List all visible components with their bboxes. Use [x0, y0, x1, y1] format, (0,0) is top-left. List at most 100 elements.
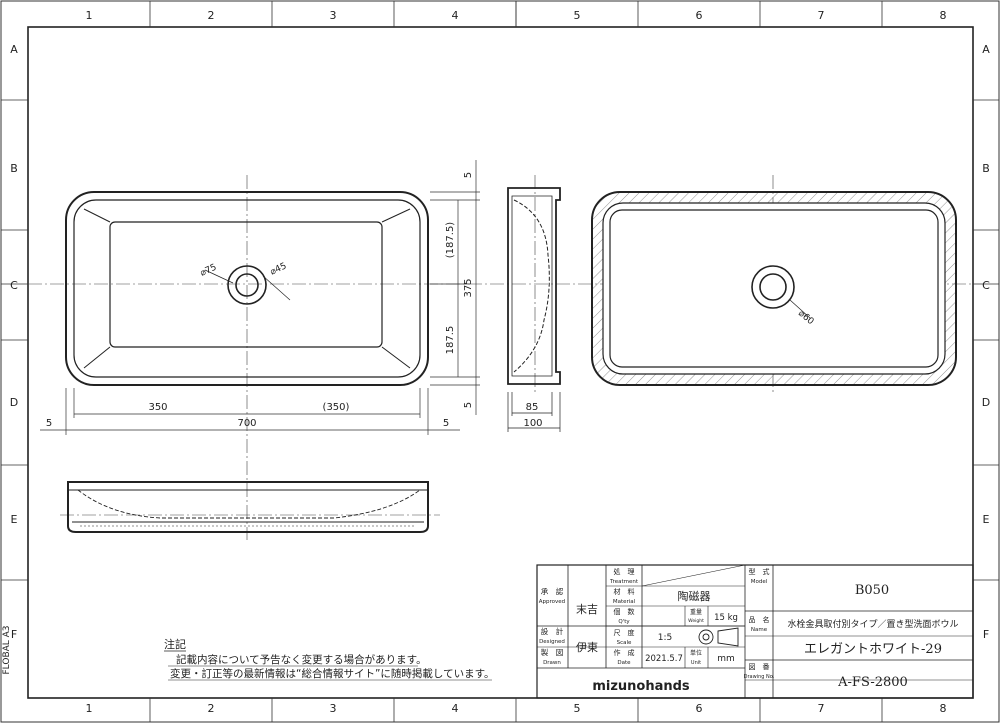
drain-inner-dim: ⌀45 — [269, 261, 289, 277]
model-value: B050 — [855, 583, 889, 598]
basin-outer-rim — [65, 191, 429, 386]
dim-187-bottom: 187.5 — [445, 326, 456, 355]
dim-350-right: (350) — [323, 402, 350, 413]
brand-logo: mizunohands — [592, 679, 690, 694]
qty-label-en: Q'ty — [618, 619, 630, 625]
name-label-en: Name — [751, 627, 768, 633]
dim-700: 700 — [237, 418, 256, 429]
designed-label-en: Designed — [539, 639, 565, 645]
row-label-left: B — [10, 162, 18, 175]
weight-label: 重量 — [690, 608, 702, 616]
notes-block: 注記 記載内容について予告なく変更する場合があります。 変更・訂正等の最新情報は… — [164, 637, 495, 681]
dim-85: 85 — [526, 402, 539, 413]
front-view — [67, 481, 429, 533]
side-view — [507, 187, 561, 432]
basin-inner-rim — [73, 199, 421, 378]
approved-label: 承 認 — [541, 586, 564, 596]
row-label-right: D — [982, 396, 990, 409]
col-label-bottom: 3 — [330, 702, 337, 715]
note-line-1: 記載内容について予告なく変更する場合があります。 — [176, 653, 427, 666]
dim-5-top: 5 — [463, 172, 474, 178]
col-label-bottom: 8 — [940, 702, 947, 715]
title-block-text: 承 認 Approved 末吉 設 計 Designed 製 図 Drawn 伊… — [539, 567, 959, 694]
approved-by: 末吉 — [576, 602, 598, 616]
dim-5-left: 5 — [46, 418, 52, 429]
material-value: 陶磁器 — [678, 589, 711, 603]
row-label-right: F — [983, 628, 989, 641]
col-label-top: 6 — [696, 9, 703, 22]
drawn-label-en: Drawn — [543, 660, 561, 666]
treatment-label: 処 理 — [614, 567, 635, 576]
drawing-no-label-en: Drawing No. — [744, 674, 775, 680]
vertical-dims — [430, 160, 480, 415]
col-label-bottom: 7 — [818, 702, 825, 715]
weight-label-en: Weight — [688, 618, 704, 624]
dim-375: 375 — [463, 278, 474, 297]
date-label-en: Date — [617, 660, 631, 666]
row-label-right: E — [983, 513, 990, 526]
row-label-left: D — [10, 396, 18, 409]
dim-350-left: 350 — [148, 402, 167, 413]
product-name: エレガントホワイト-29 — [804, 642, 942, 657]
note-line-2: 変更・訂正等の最新情報は“総合情報サイト”に随時掲載しています。 — [170, 667, 495, 680]
col-label-bottom: 6 — [696, 702, 703, 715]
unit-value: mm — [717, 654, 735, 664]
designed-by: 伊東 — [576, 641, 598, 654]
drain-inner-circle — [235, 273, 259, 297]
row-labels: A B C D E F A B C D E F — [10, 43, 990, 641]
column-labels: 1 2 3 4 5 6 7 8 1 2 3 4 5 6 7 8 — [86, 9, 947, 715]
approved-label-en: Approved — [539, 599, 565, 605]
col-label-top: 7 — [818, 9, 825, 22]
col-label-bottom: 5 — [574, 702, 581, 715]
col-label-top: 5 — [574, 9, 581, 22]
drain-outer-dim: ⌀75 — [199, 263, 219, 279]
col-label-top: 1 — [86, 9, 93, 22]
row-label-left: F — [11, 628, 17, 641]
horizontal-dims — [40, 388, 460, 435]
notes-title: 注記 — [164, 637, 186, 651]
top-view — [65, 191, 429, 386]
row-label-left: E — [11, 513, 18, 526]
designed-label: 設 計 — [541, 626, 564, 636]
unit-label: 単位 — [690, 649, 702, 657]
qty-label: 個 数 — [614, 607, 635, 616]
col-label-bottom: 4 — [452, 702, 459, 715]
date-value: 2021.5.7 — [645, 654, 683, 664]
section-view — [591, 191, 957, 386]
model-label-en: Model — [751, 579, 768, 585]
model-label: 型 式 — [749, 567, 770, 576]
title-block — [536, 564, 974, 699]
inner-frame — [27, 26, 974, 699]
row-label-left: A — [10, 43, 18, 56]
section-drain-outer — [751, 265, 795, 309]
row-label-left: C — [10, 279, 18, 292]
material-label: 材 料 — [614, 587, 635, 596]
section-drain-inner — [759, 273, 787, 301]
col-label-top: 2 — [208, 9, 215, 22]
unit-label-en: Unit — [691, 660, 701, 666]
row-label-right: C — [982, 279, 990, 292]
sheet-size-label: FLOBAL A3 — [2, 625, 12, 674]
material-label-en: Material — [613, 599, 636, 605]
dim-187-top: (187.5) — [445, 222, 456, 259]
col-label-top: 8 — [940, 9, 947, 22]
name-label: 品 名 — [749, 615, 770, 624]
col-label-top: 4 — [452, 9, 459, 22]
date-label: 作 成 — [614, 648, 635, 657]
treatment-label-en: Treatment — [609, 579, 639, 585]
col-label-bottom: 1 — [86, 702, 93, 715]
drawing-no: A-FS-2800 — [837, 675, 908, 690]
col-label-bottom: 2 — [208, 702, 215, 715]
row-label-right: B — [982, 162, 990, 175]
scale-value: 1:5 — [658, 633, 672, 643]
scale-label-en: Scale — [617, 640, 632, 646]
drawn-label: 製 図 — [541, 647, 564, 657]
basin-floor — [109, 221, 383, 348]
dim-5-bottom: 5 — [463, 402, 474, 408]
dim-5-right: 5 — [443, 418, 449, 429]
col-label-top: 3 — [330, 9, 337, 22]
product-type: 水栓金具取付別タイプ／置き型洗面ボウル — [787, 618, 958, 630]
